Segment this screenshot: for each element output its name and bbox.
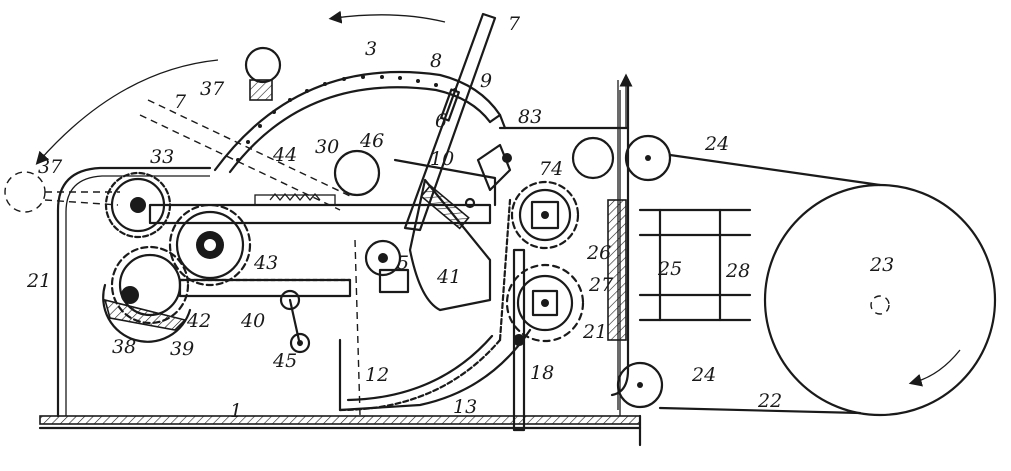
idler-46 [333, 149, 381, 197]
label-21b: 21 [583, 321, 608, 343]
label-41: 41 [437, 266, 462, 288]
link-45 [279, 289, 311, 354]
label-26: 26 [587, 242, 612, 264]
label-12: 12 [365, 364, 390, 386]
label-45: 45 [273, 350, 298, 372]
lever-handle [403, 12, 497, 232]
gear-segment-13 [338, 198, 512, 412]
label-1: 1 [230, 400, 243, 422]
pivot-5 [364, 239, 410, 294]
gear-33 [104, 171, 172, 239]
rotation-arrow-left [35, 59, 219, 165]
label-27: 27 [589, 274, 614, 296]
part-83 [476, 143, 512, 192]
label-24a: 24 [705, 133, 730, 155]
slide-25 [607, 80, 627, 410]
label-3: 3 [365, 38, 378, 60]
knob [244, 46, 282, 101]
label-83: 83 [518, 106, 543, 128]
post-18 [512, 248, 526, 432]
label-21a: 21 [27, 270, 52, 292]
paper-roll-23 [658, 153, 997, 417]
rotation-arrow-top [328, 10, 446, 24]
lever-ghost [139, 99, 351, 211]
label-22: 22 [758, 390, 783, 412]
base-plate [38, 414, 642, 447]
label-7b: 7 [174, 91, 187, 113]
label-37b: 37 [38, 156, 63, 178]
label-24b: 24 [692, 364, 717, 386]
paper-guide [638, 208, 752, 322]
label-74: 74 [539, 158, 564, 180]
label-39: 39 [170, 338, 195, 360]
label-23: 23 [870, 254, 895, 276]
label-5: 5 [397, 252, 410, 274]
spring [269, 192, 321, 202]
label-38: 38 [112, 336, 137, 358]
label-9: 9 [480, 70, 493, 92]
label-7a: 7 [508, 13, 521, 35]
bracket-10 [393, 158, 497, 209]
label-30: 30 [315, 136, 340, 158]
lower-rack [178, 278, 352, 298]
label-44: 44 [273, 144, 298, 166]
label-6: 6 [435, 110, 448, 132]
label-33: 33 [150, 146, 175, 168]
label-13: 13 [453, 396, 478, 418]
label-28: 28 [726, 260, 751, 282]
gear-74 [510, 180, 580, 250]
quadrant-arc [213, 71, 507, 174]
label-10: 10 [430, 148, 455, 170]
label-8: 8 [430, 50, 443, 72]
label-18: 18 [530, 362, 555, 384]
label-42: 42 [187, 310, 212, 332]
arc-holes [236, 75, 457, 162]
label-40: 40 [241, 310, 266, 332]
gear-26 [505, 263, 585, 343]
label-37a: 37 [200, 78, 225, 100]
roller-top [571, 136, 615, 180]
knob-ghost [4, 171, 120, 213]
wheel-38 [102, 283, 192, 343]
label-46: 46 [360, 130, 385, 152]
roller-24-bottom [616, 361, 664, 409]
label-43: 43 [254, 252, 279, 274]
roller-24-top [624, 134, 672, 182]
gear-43 [168, 203, 252, 287]
pawl-41 [408, 178, 492, 312]
label-25: 25 [658, 258, 683, 280]
